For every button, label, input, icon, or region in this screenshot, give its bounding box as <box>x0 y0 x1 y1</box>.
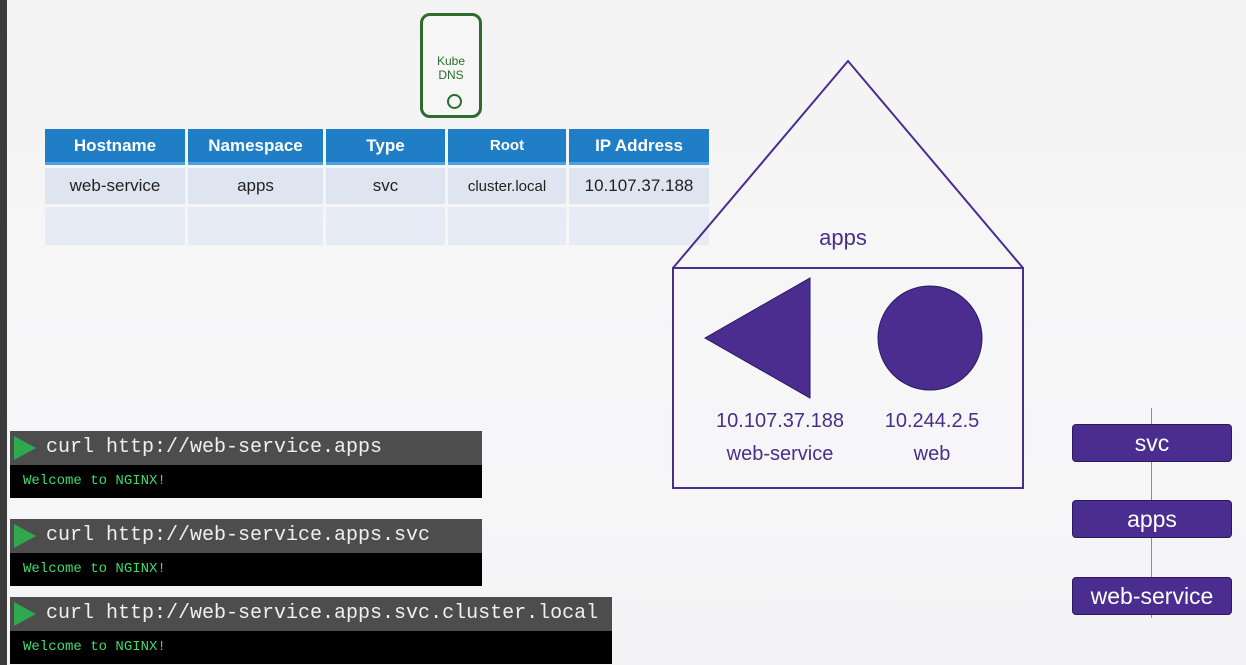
terminal-command-bar: curl http://web-service.apps.svc <box>10 519 482 553</box>
service-triangle-icon <box>703 277 811 399</box>
header-ip-address: IP Address <box>569 129 709 165</box>
terminal-output: Welcome to NGINX! <box>10 631 612 664</box>
pod-circle-icon <box>877 285 983 391</box>
pod-ip: 10.244.2.5 <box>884 410 980 432</box>
hierarchy-web-service-box: web-service <box>1072 577 1232 615</box>
header-hostname: Hostname <box>45 129 185 165</box>
service-ip: 10.107.37.188 <box>716 410 844 432</box>
namespace-roof <box>672 59 1024 269</box>
dns-records-table: Hostname Namespace Type Root IP Address … <box>42 126 712 248</box>
cell-empty <box>448 207 566 245</box>
window-left-edge <box>0 0 7 665</box>
terminal-output: Welcome to NGINX! <box>10 553 482 586</box>
header-type: Type <box>326 129 445 165</box>
cell-empty <box>188 207 323 245</box>
cell-hostname: web-service <box>45 168 185 204</box>
namespace-label: apps <box>819 225 867 250</box>
hierarchy-apps-box: apps <box>1072 500 1232 538</box>
terminal-1: curl http://web-service.apps Welcome to … <box>10 431 482 498</box>
pod-name: web <box>913 443 951 465</box>
terminal-2: curl http://web-service.apps.svc Welcome… <box>10 519 482 586</box>
kube-dns-label-line1: Kube <box>436 54 466 68</box>
table-row: web-service apps svc cluster.local 10.10… <box>45 168 709 204</box>
header-root: Root <box>448 129 566 165</box>
terminal-command-bar: curl http://web-service.apps <box>10 431 482 465</box>
cell-ip-address: 10.107.37.188 <box>569 168 709 204</box>
terminal-command-bar: curl http://web-service.apps.svc.cluster… <box>10 597 612 631</box>
terminal-output: Welcome to NGINX! <box>10 465 482 498</box>
terminal-command: curl http://web-service.apps <box>46 436 383 459</box>
kube-dns-label-line2: DNS <box>438 68 464 82</box>
table-row-empty <box>45 207 709 245</box>
header-namespace: Namespace <box>188 129 323 165</box>
kube-dns-label: Kube DNS <box>423 54 479 82</box>
cell-empty <box>326 207 445 245</box>
cell-root: cluster.local <box>448 168 566 204</box>
terminal-command: curl http://web-service.apps.svc.cluster… <box>46 602 599 625</box>
namespace-box <box>672 267 1024 489</box>
play-icon <box>14 524 36 548</box>
cell-empty <box>569 207 709 245</box>
play-icon <box>14 602 36 626</box>
table-header-row: Hostname Namespace Type Root IP Address <box>45 129 709 165</box>
terminal-3: curl http://web-service.apps.svc.cluster… <box>10 597 612 664</box>
terminal-command: curl http://web-service.apps.svc <box>46 524 431 547</box>
kube-dns-circle-icon <box>447 94 462 109</box>
service-name: web-service <box>726 443 834 465</box>
play-icon <box>14 436 36 460</box>
kube-dns-box: Kube DNS <box>420 13 482 118</box>
cell-empty <box>45 207 185 245</box>
cell-namespace: apps <box>188 168 323 204</box>
hierarchy-svc-box: svc <box>1072 424 1232 462</box>
cell-type: svc <box>326 168 445 204</box>
